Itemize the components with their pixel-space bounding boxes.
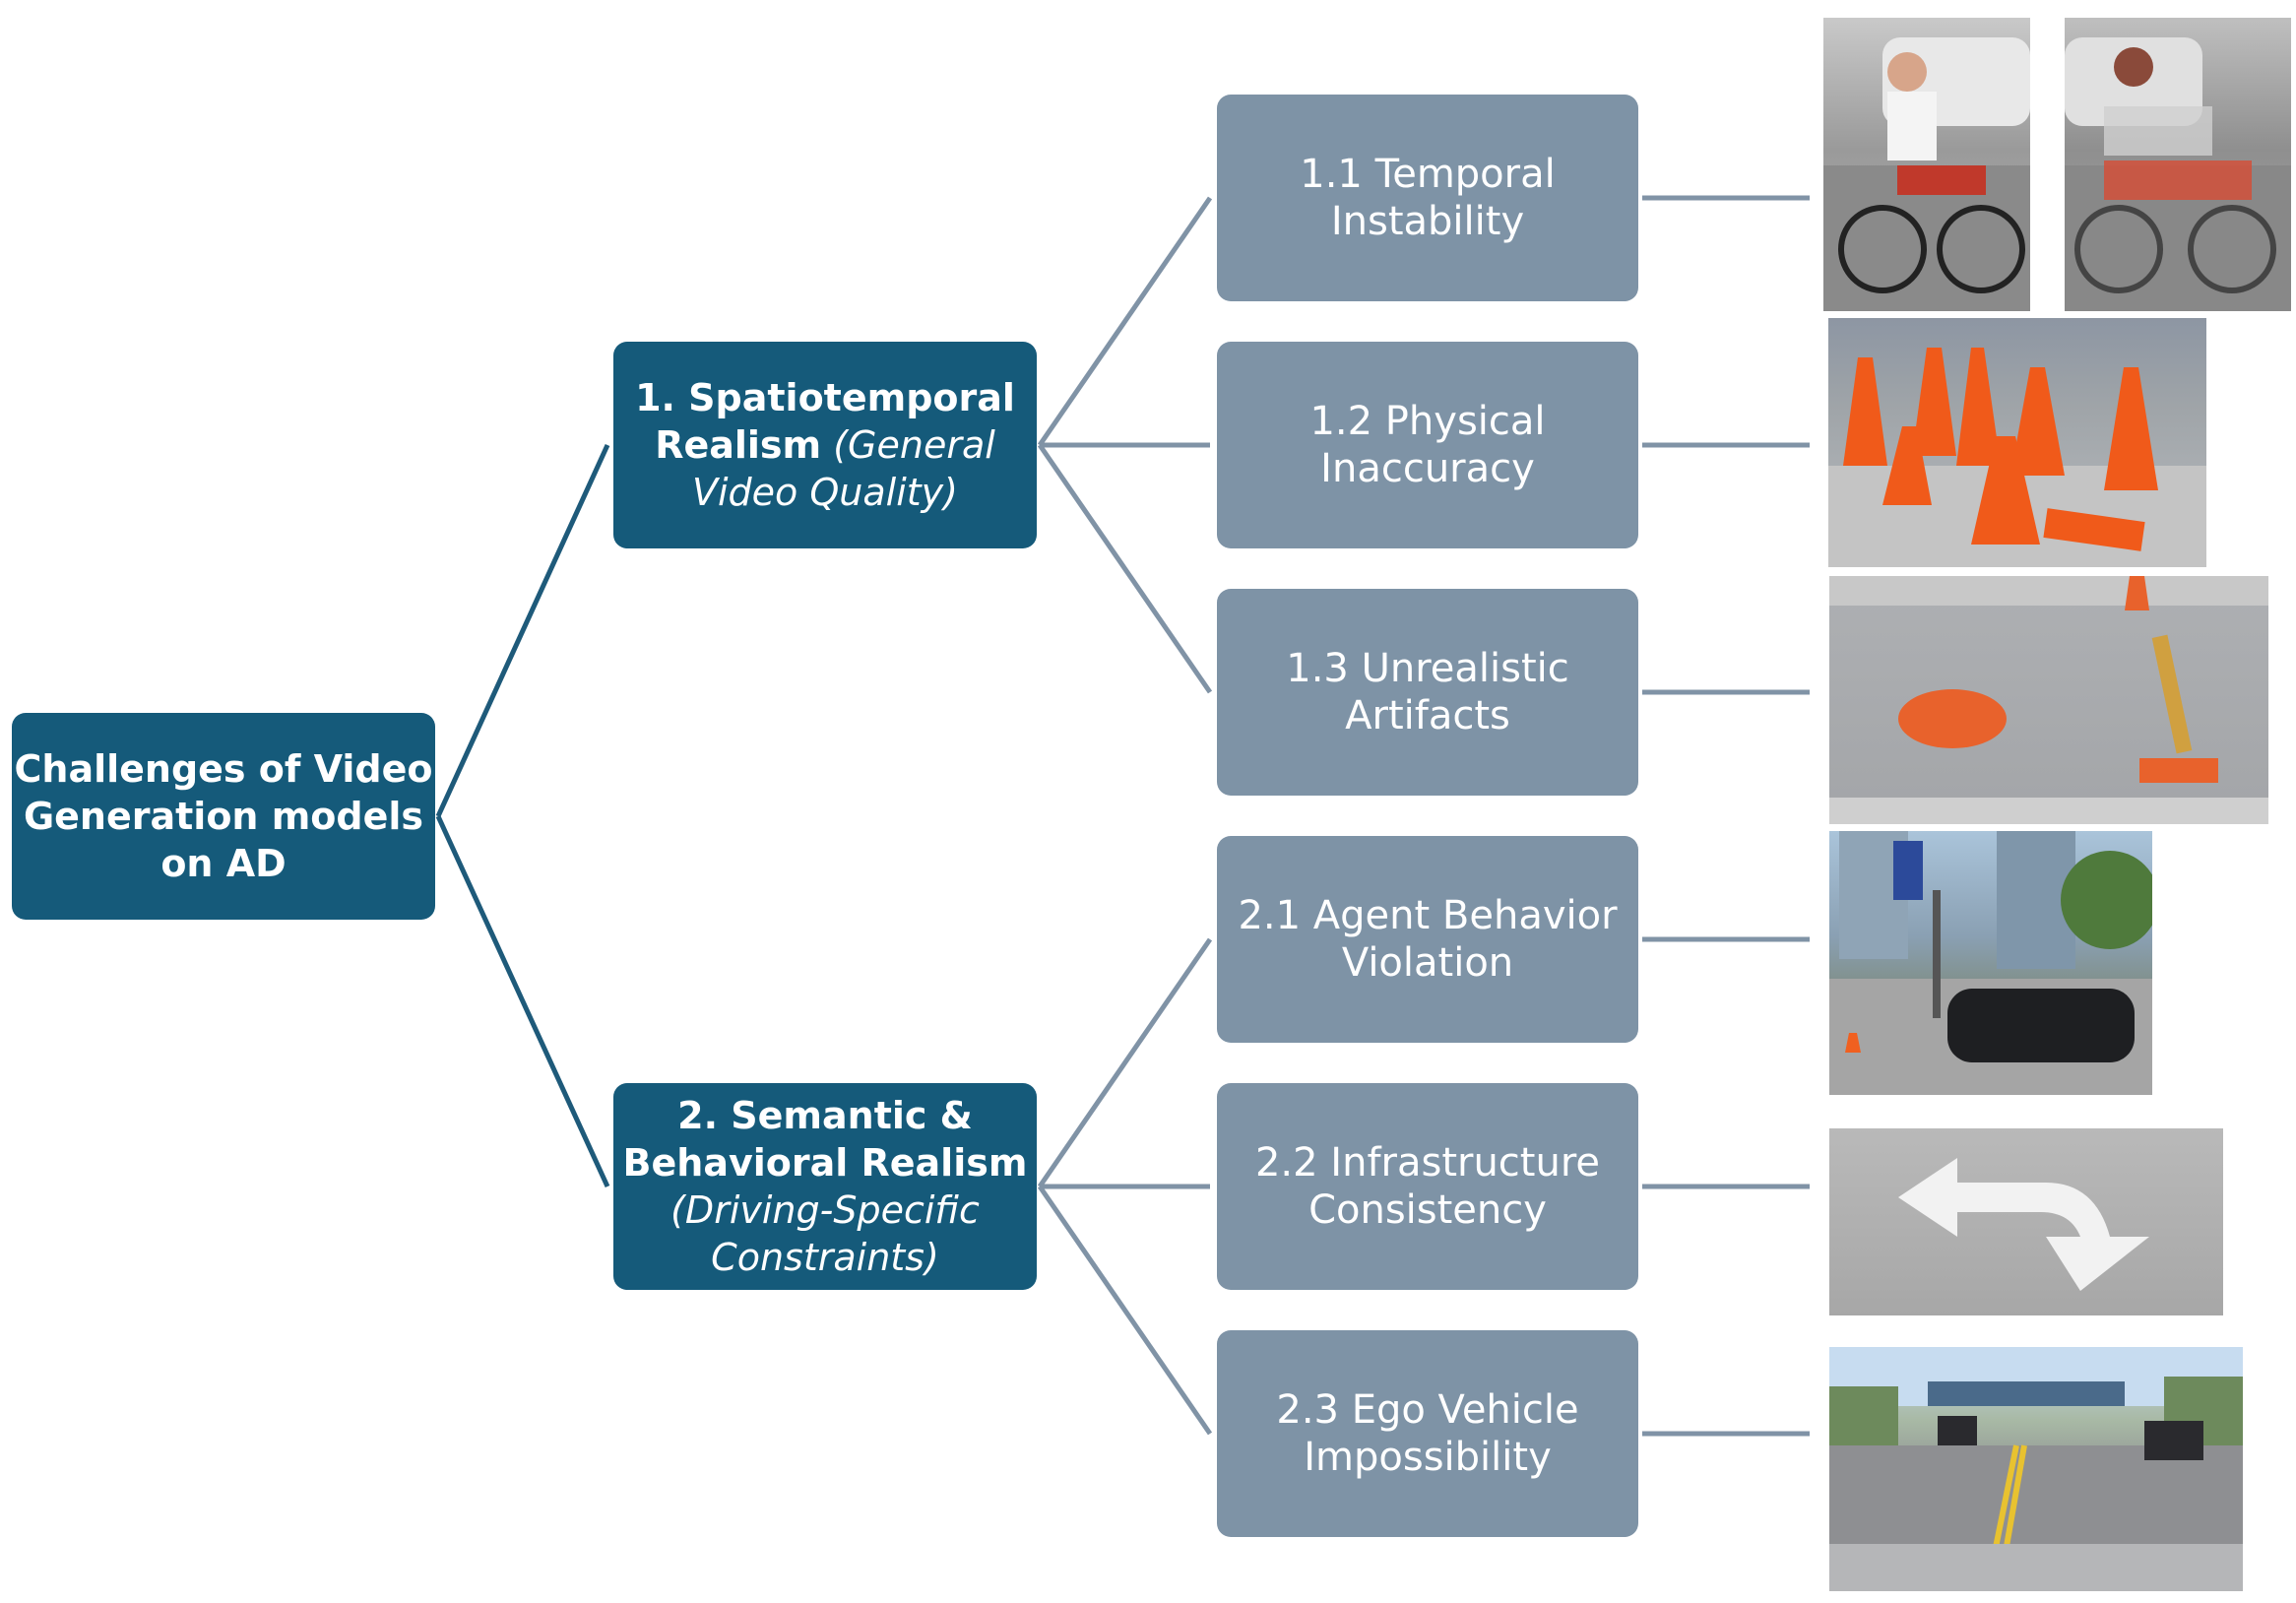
example-image-cone-artifacts xyxy=(1829,576,2268,824)
category2-line1: 2. Semantic & xyxy=(677,1094,973,1137)
leaf6-line1: 2.3 Ego Vehicle xyxy=(1276,1387,1579,1433)
category1-line1: 1. Spatiotemporal xyxy=(635,376,1015,419)
connector-cat2-leaf4 xyxy=(1037,937,1213,1188)
leaf5-line1: 2.2 Infrastructure xyxy=(1254,1140,1601,1186)
root-title-line1: Challenges of Video xyxy=(14,747,433,791)
example-image-cyclist-frame2 xyxy=(2065,18,2291,311)
category1-line2-bold: Realism xyxy=(655,423,822,467)
connector-cat2-leaf6 xyxy=(1037,1185,1213,1436)
leaf3-line1: 1.3 Unrealistic xyxy=(1286,646,1569,691)
leaf6-line2: Impossibility xyxy=(1304,1435,1552,1480)
leaf3-line2: Artifacts xyxy=(1345,693,1510,738)
example-image-traffic-cones xyxy=(1828,318,2206,567)
example-image-cyclist-frame1 xyxy=(1823,18,2030,311)
category-node-semantic: 2. Semantic & Behavioral Realism (Drivin… xyxy=(613,1083,1037,1290)
example-image-agent-behavior xyxy=(1829,831,2152,1095)
connector-cat1-leaf1 xyxy=(1037,196,1213,447)
category1-line2-italic: (General xyxy=(821,423,995,467)
category2-line2: Behavioral Realism xyxy=(622,1141,1028,1185)
example-image-lane-arrow xyxy=(1829,1128,2223,1315)
leaf4-line2: Violation xyxy=(1341,940,1514,986)
connector-root-cat1 xyxy=(435,443,610,818)
leaf2-line1: 1.2 Physical xyxy=(1309,399,1546,444)
category1-line2: Realism (General xyxy=(635,421,1015,469)
connector-root-cat2 xyxy=(435,814,610,1188)
leaf2-line2: Inaccuracy xyxy=(1320,446,1535,491)
leaf5-line2: Consistency xyxy=(1308,1187,1547,1233)
connector-cat1-leaf3 xyxy=(1037,443,1213,694)
category2-line4: Constraints) xyxy=(711,1236,939,1279)
root-title-line2: Generation models xyxy=(23,795,424,838)
category-node-spatiotemporal: 1. Spatiotemporal Realism (General Video… xyxy=(613,342,1037,548)
leaf1-line1: 1.1 Temporal xyxy=(1300,152,1556,197)
leaf4-line1: 2.1 Agent Behavior xyxy=(1238,893,1618,938)
category2-line3: (Driving-Specific xyxy=(670,1188,980,1232)
example-image-ego-vehicle xyxy=(1829,1347,2243,1591)
leaf1-line2: Instability xyxy=(1330,199,1525,244)
category1-line3: Video Quality) xyxy=(692,471,958,514)
root-node: Challenges of Video Generation models on… xyxy=(12,713,435,920)
root-title-line3: on AD xyxy=(160,842,287,885)
